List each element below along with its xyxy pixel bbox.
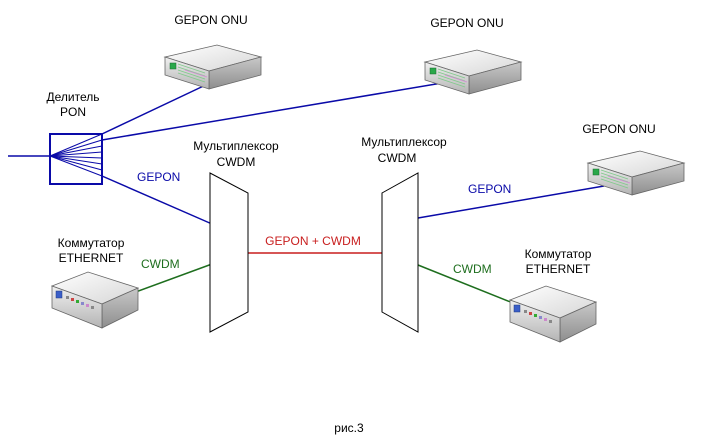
ethernet-switch-icon bbox=[509, 285, 597, 343]
onu-device-icon bbox=[587, 150, 685, 196]
splitter-label-line1: Делитель bbox=[47, 90, 100, 104]
link-cwdm-right-label: CWDM bbox=[453, 262, 492, 276]
link-cwdm-left-label: CWDM bbox=[141, 257, 180, 271]
switch-left-label-line2: ETHERNET bbox=[59, 251, 124, 265]
mux-left bbox=[209, 172, 249, 333]
link-splitter-to-mux-left bbox=[101, 175, 213, 225]
ethernet-switch-icon bbox=[51, 271, 139, 329]
link-mux-right-to-onu-right bbox=[417, 185, 605, 219]
switch-right-label-line2: ETHERNET bbox=[526, 262, 591, 276]
link-splitter-to-onu-top-right bbox=[101, 81, 449, 141]
mux-right-label-line2: CWDM bbox=[378, 151, 417, 165]
onu-top-left-label: GEPON ONU bbox=[174, 13, 247, 27]
splitter-fanout bbox=[49, 133, 103, 177]
onu-top-right-label: GEPON ONU bbox=[430, 16, 503, 30]
onu-device-icon bbox=[164, 44, 262, 90]
pon-splitter-box bbox=[49, 133, 103, 185]
switch-right-label-line1: Коммутатор bbox=[525, 247, 592, 261]
link-gepon-left-label: GEPON bbox=[137, 170, 180, 184]
splitter-label-line2: PON bbox=[60, 105, 86, 119]
link-mux-right-to-switch-right bbox=[417, 264, 519, 306]
onu-device-icon bbox=[424, 49, 522, 95]
mux-right bbox=[381, 172, 419, 333]
link-combined-label: GEPON + CWDM bbox=[265, 234, 361, 248]
link-gepon-right-label: GEPON bbox=[468, 182, 511, 196]
link-splitter-to-onu-top-left bbox=[101, 81, 213, 135]
switch-left-label-line1: Коммутатор bbox=[58, 236, 125, 250]
onu-right-label: GEPON ONU bbox=[582, 122, 655, 136]
mux-left-label-line1: Мультиплексор bbox=[193, 139, 279, 153]
mux-left-label-line2: CWDM bbox=[217, 155, 256, 169]
mux-right-label-line1: Мультиплексор bbox=[361, 135, 447, 149]
figure-caption: рис.3 bbox=[334, 421, 364, 435]
